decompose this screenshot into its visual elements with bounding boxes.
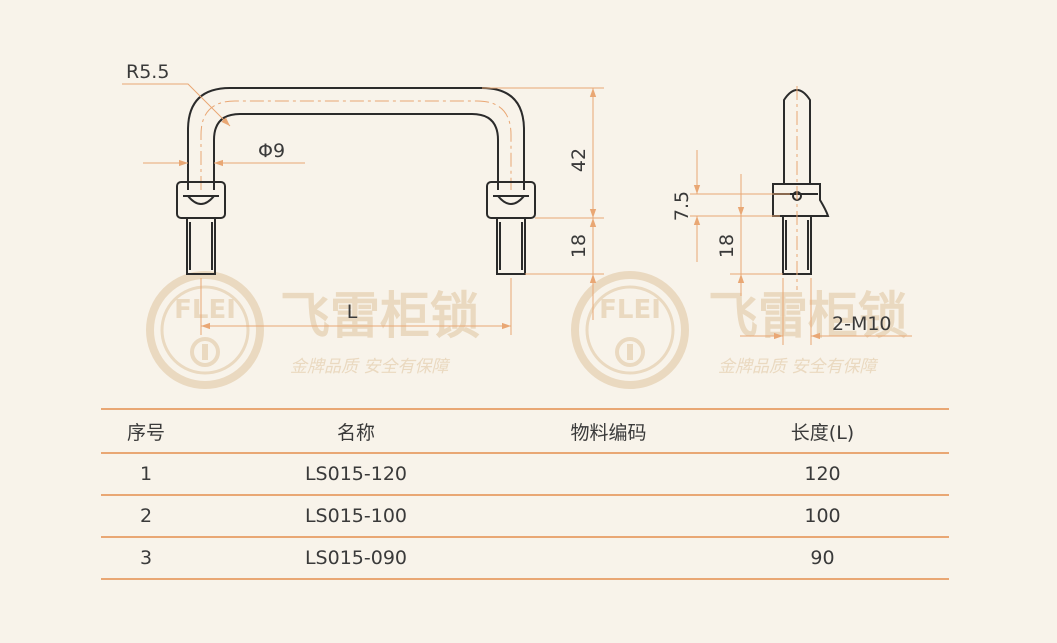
cell-length: 120 [696,453,949,496]
side-offset-label: 7.5 [671,191,693,221]
cell-no: 1 [101,453,191,496]
cell-code [521,453,696,496]
cell-no: 2 [101,495,191,538]
table-header-row: 序号 名称 物料编码 长度(L) [101,408,949,454]
cell-code [521,537,696,580]
length-label: L [347,301,358,323]
table-row: 2 LS015-100 100 [101,495,949,538]
watermark-logo-text: FLEI [174,295,236,325]
watermark-brand-2: 飞雷柜锁 [708,287,908,345]
thread-spec-label: 2-M10 [832,313,892,335]
watermark-slogan-2: 金牌品质 安全有保障 [718,357,878,377]
watermark-right: FLEI 飞雷柜锁 金牌品质 安全有保障 [571,271,908,389]
cell-length: 100 [696,495,949,538]
diameter-label: Φ9 [258,140,285,162]
cell-code [521,495,696,538]
header-name: 名称 [191,408,521,454]
technical-drawing: FLEI 飞雷柜锁 金牌品质 安全有保障 FLEI 飞雷柜锁 金牌品质 安全有保… [122,61,912,389]
side-view-dimensions [690,150,912,345]
cell-no: 3 [101,537,191,580]
cell-name: LS015-120 [191,453,521,496]
handle-front-view [176,87,536,275]
cell-name: LS015-100 [191,495,521,538]
height-total-label: 42 [568,148,590,172]
watermark-logo-text-2: FLEI [599,295,661,325]
front-view-dimensions [122,83,604,335]
side-thread-label: 18 [716,234,738,258]
watermark-slogan: 金牌品质 安全有保障 [290,357,450,377]
watermark-left: FLEI 飞雷柜锁 金牌品质 安全有保障 [146,271,480,389]
spec-table: 序号 名称 物料编码 长度(L) 1 LS015-120 120 2 LS015… [101,408,949,580]
table-row: 1 LS015-120 120 [101,453,949,496]
header-code: 物料编码 [521,408,696,454]
radius-label: R5.5 [126,61,169,83]
handle-side-view [772,86,830,290]
cell-length: 90 [696,537,949,580]
cell-name: LS015-090 [191,537,521,580]
height-thread-label: 18 [568,234,590,258]
table-row: 3 LS015-090 90 [101,537,949,580]
header-length: 长度(L) [696,408,949,454]
watermark-brand: 飞雷柜锁 [280,287,480,345]
header-no: 序号 [101,408,191,454]
